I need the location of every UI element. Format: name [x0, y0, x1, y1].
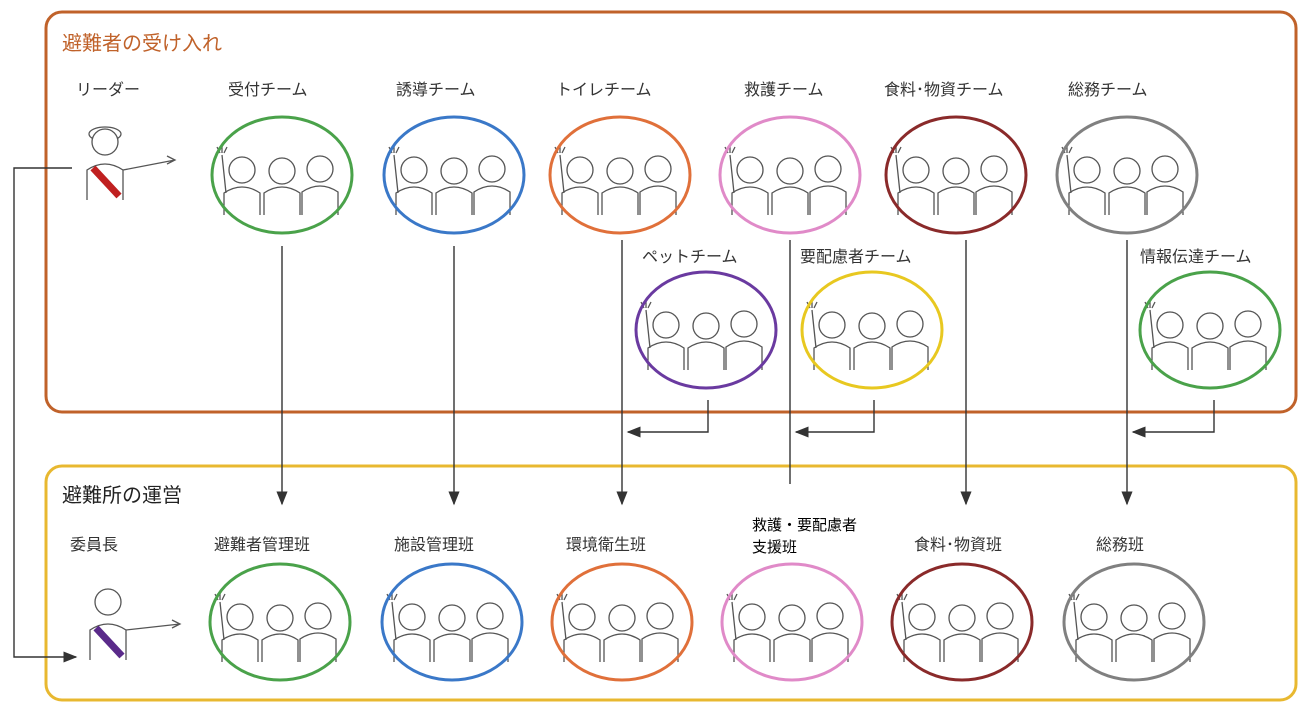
- team-food-supplies-group: [884, 115, 1028, 235]
- group-food-supplies: [890, 562, 1034, 682]
- team-guidance-group: [382, 115, 526, 235]
- team-label-reception: 受付チーム: [228, 80, 308, 99]
- group-label-sanitation: 環境衛生班: [566, 535, 646, 554]
- group-label-evacuee-management: 避難者管理班: [214, 535, 310, 554]
- team-label-guidance: 誘導チーム: [396, 80, 476, 99]
- group-label-facility-management: 施設管理班: [394, 535, 474, 554]
- arrow-pet-to-sanitation-line: [626, 400, 709, 438]
- chair-label: 委員長: [70, 535, 118, 554]
- team-special-needs-group: [800, 270, 944, 390]
- team-general-affairs-group: [1055, 115, 1199, 235]
- arrow-information-to-general-affairs-line: [1131, 400, 1215, 438]
- arrow-special-needs-to-first-aid-line: [794, 400, 875, 438]
- group-label-first-aid-line2: 支援班: [752, 538, 797, 556]
- group-first-aid-support: [720, 562, 864, 682]
- team-label-toilet: トイレチーム: [556, 80, 652, 99]
- team-information-group: [1138, 270, 1282, 390]
- group-facility-management: [380, 562, 524, 682]
- team-first-aid-group: [718, 115, 862, 235]
- group-label-general-affairs: 総務班: [1096, 535, 1144, 554]
- team-toilet-group: [548, 115, 692, 235]
- leader-label: リーダー: [76, 80, 140, 99]
- top-section-title: 避難者の受け入れ: [62, 31, 222, 55]
- team-label-first-aid: 救護チーム: [744, 80, 824, 99]
- bottom-section-frame: [44, 464, 1298, 702]
- arrow-leader-to-chair: [13, 167, 78, 663]
- team-label-information: 情報伝達チーム: [1140, 247, 1252, 266]
- group-sanitation: [550, 562, 694, 682]
- team-reception-group: [210, 115, 354, 235]
- leader-figure: [86, 126, 177, 200]
- group-general-affairs: [1062, 562, 1206, 682]
- group-evacuee-management: [208, 562, 352, 682]
- team-label-general-affairs: 総務チーム: [1068, 80, 1148, 99]
- team-label-food-supplies: 食料･物資チーム: [884, 80, 1004, 99]
- team-label-special-needs: 要配慮者チーム: [800, 247, 912, 266]
- team-label-pet: ペットチーム: [642, 247, 738, 266]
- group-label-first-aid-line1: 救護・要配慮者: [752, 516, 857, 534]
- team-pet-group: [634, 270, 778, 390]
- top-section-frame: [44, 10, 1298, 414]
- bottom-section-title: 避難所の運営: [62, 483, 182, 507]
- chair-figure: [89, 588, 182, 660]
- group-label-food-supplies: 食料･物資班: [914, 535, 1002, 554]
